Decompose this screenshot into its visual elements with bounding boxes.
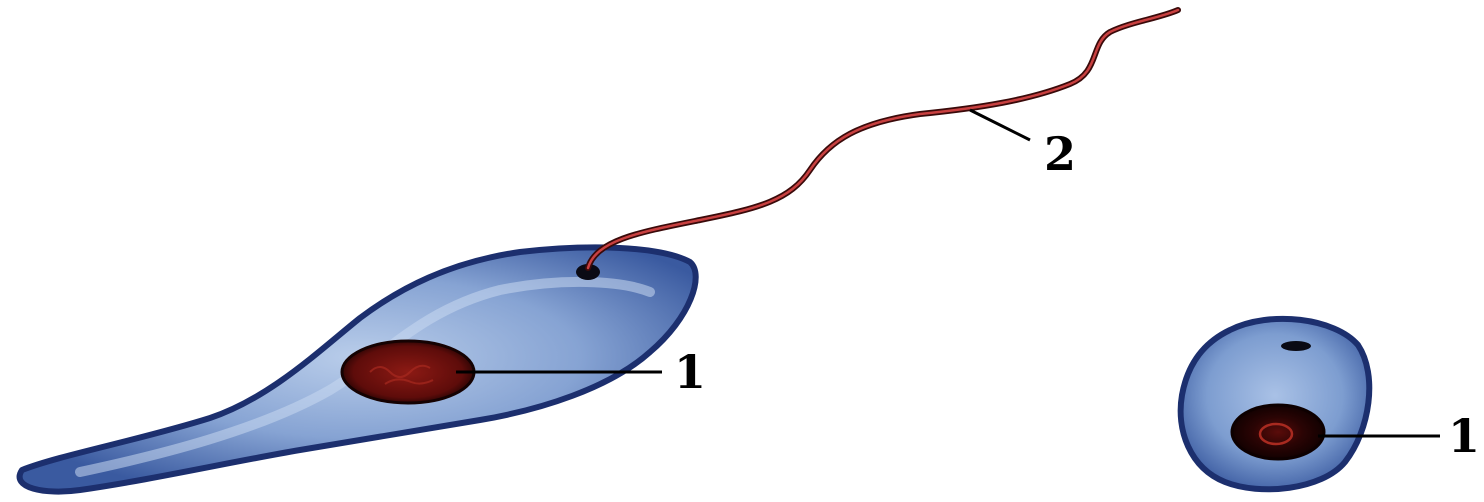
label-nucleus-amastigote: 1 bbox=[1448, 409, 1480, 463]
flagellum bbox=[588, 10, 1178, 268]
label-flagellum: 2 bbox=[1044, 127, 1076, 181]
amastigote-cell bbox=[1181, 319, 1370, 489]
flagellum-highlight bbox=[588, 10, 1178, 268]
flagellum-line bbox=[588, 10, 1178, 268]
promastigote-cell bbox=[20, 247, 696, 491]
leader-line-flagellum bbox=[970, 110, 1030, 140]
amastigote-nucleus bbox=[1232, 405, 1324, 459]
promastigote-nucleus bbox=[342, 341, 474, 403]
amastigote-kinetoplast bbox=[1281, 341, 1311, 351]
label-nucleus-promastigote: 1 bbox=[674, 345, 706, 399]
